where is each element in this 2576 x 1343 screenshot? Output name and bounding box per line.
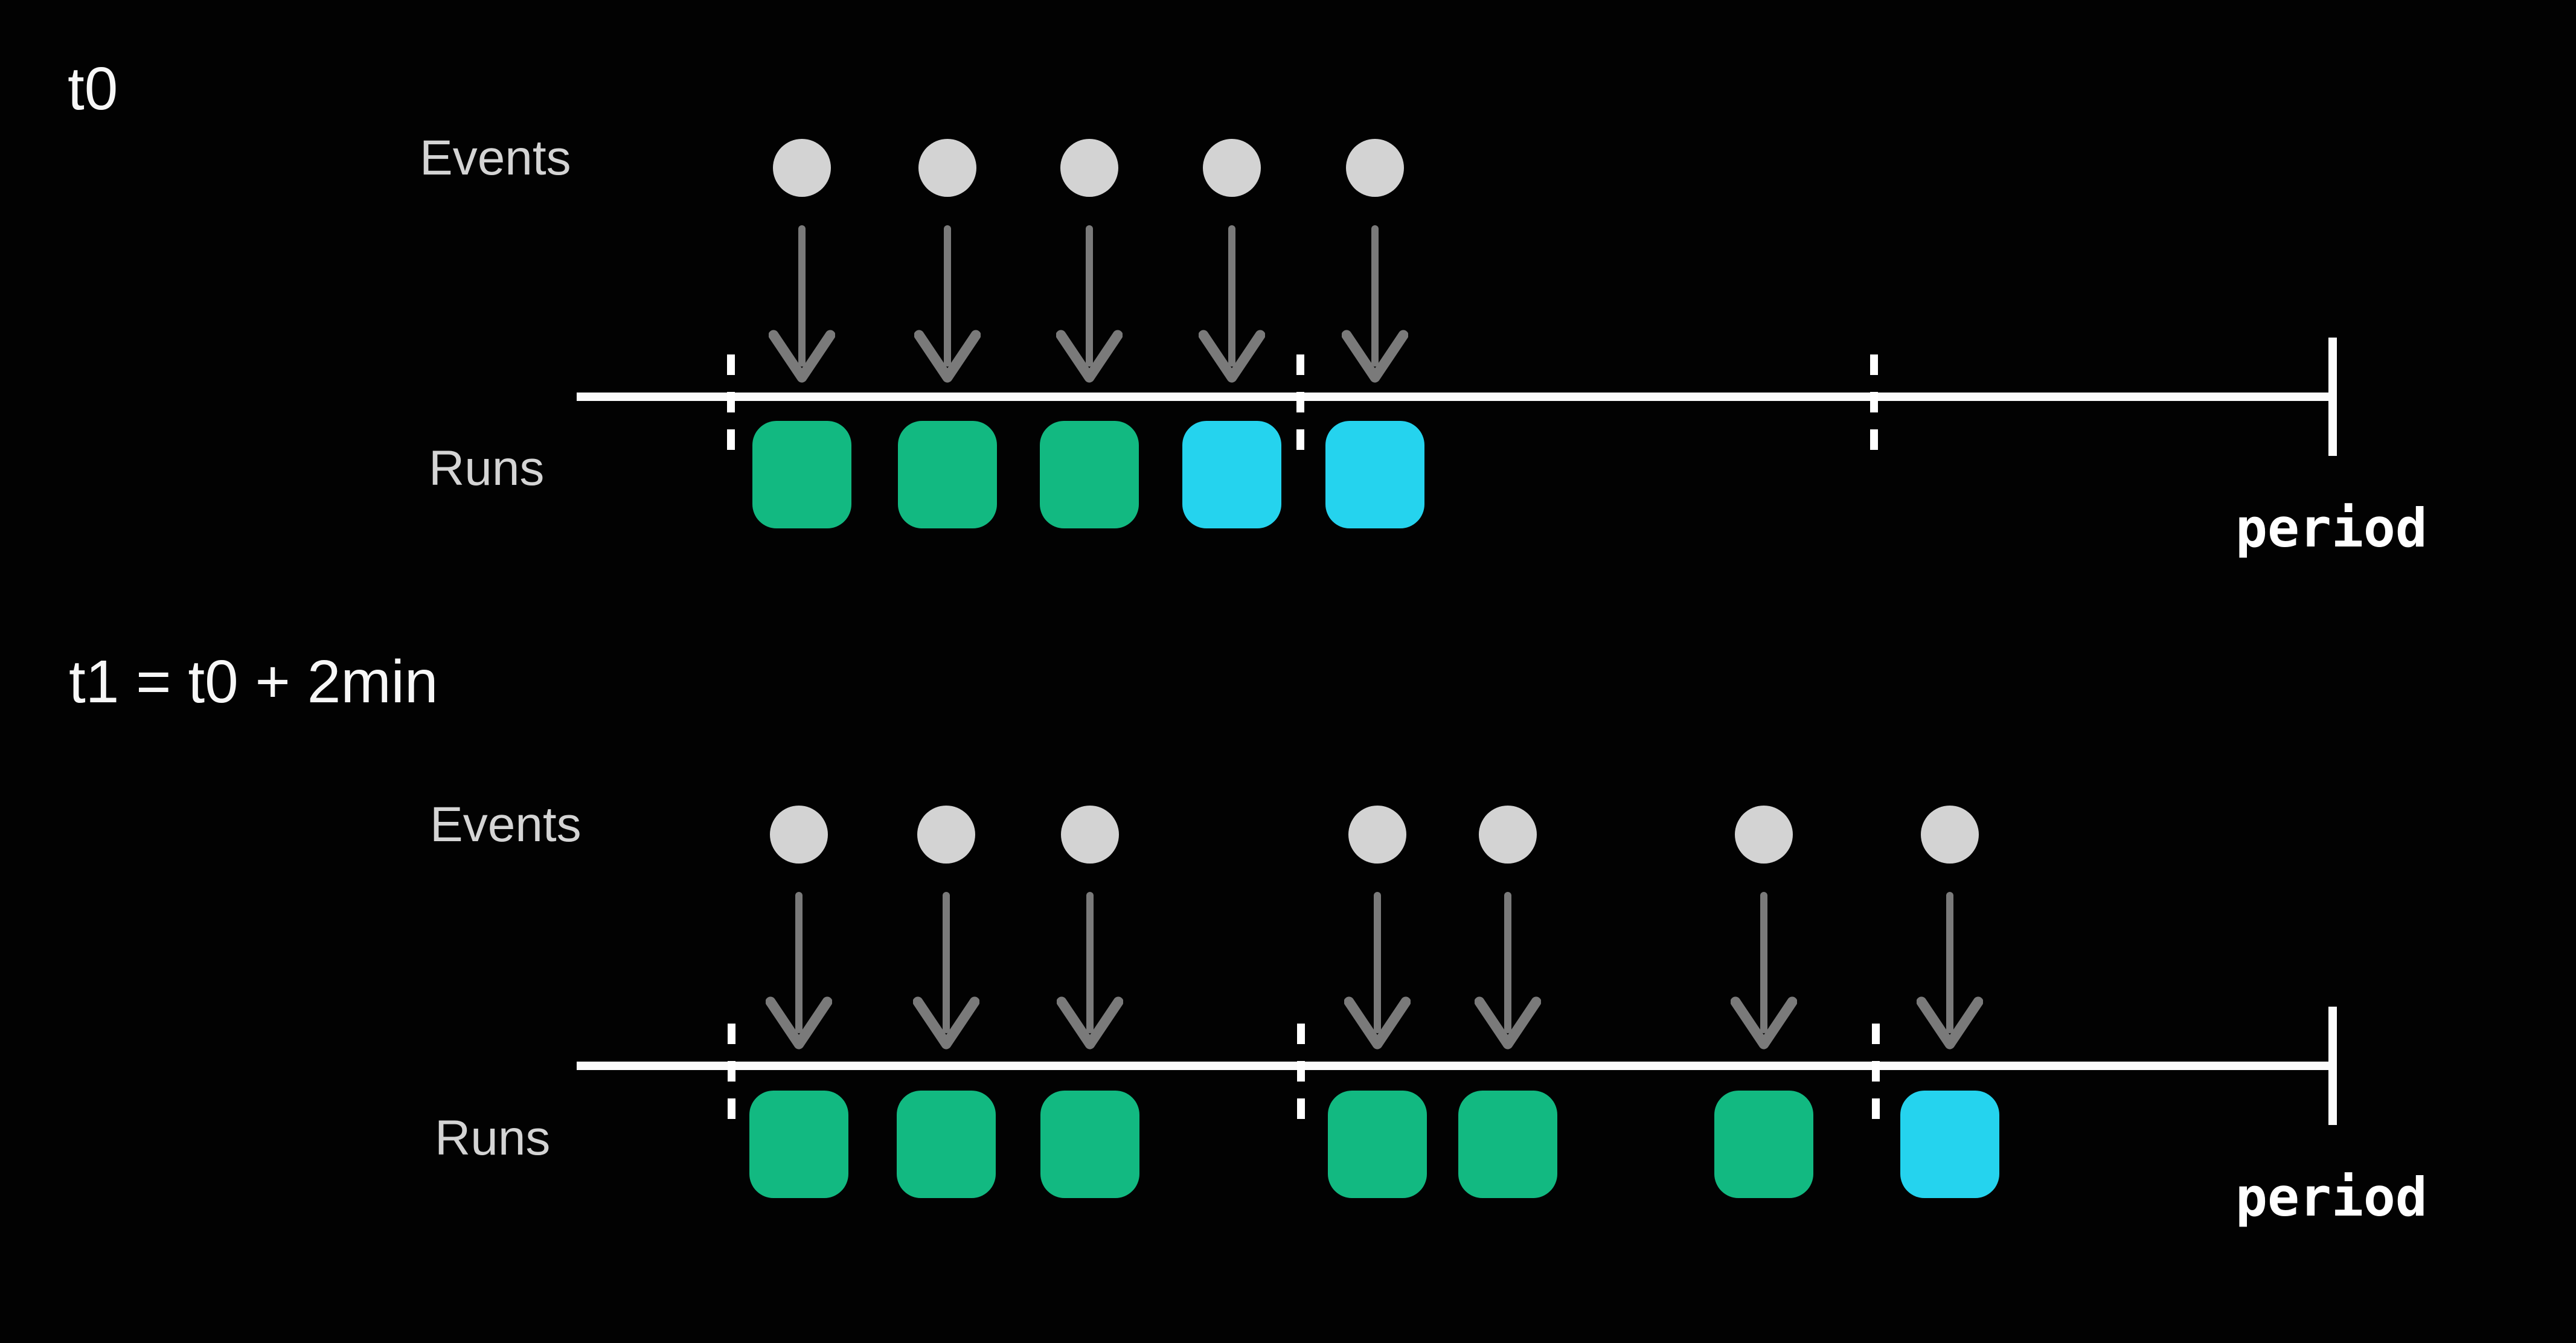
down-arrow-icon [1917,892,1983,1050]
event-dot [917,806,975,864]
event-dot [1203,139,1261,197]
events-row-label: Events [420,130,571,185]
run-block [1900,1091,1999,1198]
run-block [898,421,997,528]
down-arrow-icon [1342,225,1408,383]
event-dot [1921,806,1979,864]
timeline-axis [577,393,2337,401]
runs-row-label: Runs [435,1111,551,1165]
event-dot [1348,806,1406,864]
event-dot [1060,139,1118,197]
timeline-axis [577,1062,2337,1070]
event-dot [1735,806,1793,864]
down-arrow-icon [1056,225,1123,383]
down-arrow-icon [914,225,981,383]
run-block [1182,421,1281,528]
section-title: t0 [68,55,118,123]
run-block [1040,421,1139,528]
period-tick [1870,354,1878,458]
period-label: period [2235,1166,2427,1228]
period-end-marker [2328,1007,2337,1125]
runs-row-label: Runs [429,441,545,496]
run-block [1328,1091,1427,1198]
period-tick [728,1024,735,1127]
period-tick [1296,354,1304,458]
event-dot [1346,139,1404,197]
down-arrow-icon [1057,892,1123,1050]
event-dot [1479,806,1537,864]
down-arrow-icon [1731,892,1797,1050]
run-block [1458,1091,1557,1198]
down-arrow-icon [1475,892,1541,1050]
event-dot [918,139,976,197]
run-block [1714,1091,1813,1198]
events-row-label: Events [430,797,582,852]
period-tick [1297,1024,1305,1127]
period-end-marker [2328,338,2337,456]
down-arrow-icon [769,225,835,383]
run-block [1040,1091,1139,1198]
section-title: t1 = t0 + 2min [69,648,438,716]
event-dot [1061,806,1119,864]
down-arrow-icon [1344,892,1411,1050]
down-arrow-icon [1199,225,1265,383]
event-dot [773,139,831,197]
down-arrow-icon [913,892,979,1050]
run-block [749,1091,848,1198]
event-dot [770,806,828,864]
period-tick [1872,1024,1880,1127]
down-arrow-icon [766,892,832,1050]
run-block [752,421,851,528]
run-block [897,1091,996,1198]
period-label: period [2235,497,2427,559]
run-block [1325,421,1424,528]
period-tick [727,354,735,458]
